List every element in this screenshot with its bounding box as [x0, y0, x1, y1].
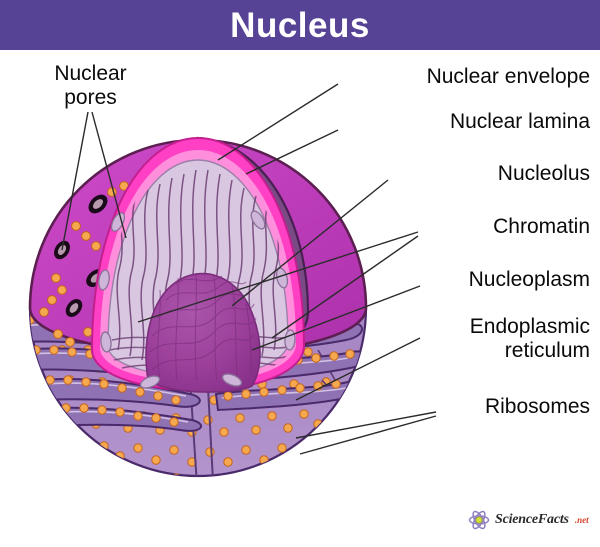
leader-nuclear-pores-2	[91, 111, 127, 239]
leader-nuclear-envelope	[217, 83, 339, 161]
label-nuclear-lamina: Nuclear lamina	[449, 110, 590, 133]
label-nuclear-pores-line2: pores	[64, 85, 117, 109]
leader-nuclear-lamina	[245, 129, 339, 175]
leader-endoplasmic-reticulum	[295, 337, 421, 401]
nucleus-interior	[90, 136, 306, 393]
watermark-name: ScienceFacts	[495, 512, 569, 527]
label-nuclear-envelope: Nuclear envelope	[426, 65, 590, 88]
nucleus-illustration-svg	[28, 83, 437, 478]
sciencefacts-watermark: ScienceFacts .net	[468, 506, 593, 534]
leader-ribosomes-2	[299, 415, 437, 455]
label-endoplasmic-reticulum-line1: Endoplasmic	[469, 315, 590, 338]
title-bar: Nucleus	[0, 0, 600, 50]
leader-chromatin-1	[137, 231, 419, 323]
label-chromatin: Chromatin	[493, 215, 590, 238]
leader-chromatin-2	[271, 235, 419, 339]
label-nuclear-pores-line1: Nuclear	[54, 62, 127, 85]
label-endoplasmic-reticulum: Endoplasmic reticulum	[470, 315, 590, 362]
page-title: Nucleus	[230, 5, 370, 45]
label-nuclear-pores: Nuclear pores	[18, 62, 163, 109]
leader-lines	[61, 83, 437, 455]
leader-ribosomes-1	[295, 411, 437, 439]
leader-nuclear-pores-1	[61, 111, 89, 251]
leader-nucleoplasm	[251, 285, 421, 351]
label-nucleolus: Nucleolus	[497, 162, 590, 185]
label-nucleoplasm: Nucleoplasm	[468, 268, 590, 291]
leader-nucleolus	[231, 179, 389, 307]
label-ribosomes: Ribosomes	[484, 395, 590, 418]
atom-icon	[468, 510, 490, 530]
watermark-tld: .net	[574, 515, 589, 525]
label-endoplasmic-reticulum-line2: reticulum	[504, 338, 590, 362]
nucleus-diagram: Nuclear pores Nuclear envelope Nuclear l…	[0, 50, 600, 542]
nucleolus	[145, 272, 261, 393]
